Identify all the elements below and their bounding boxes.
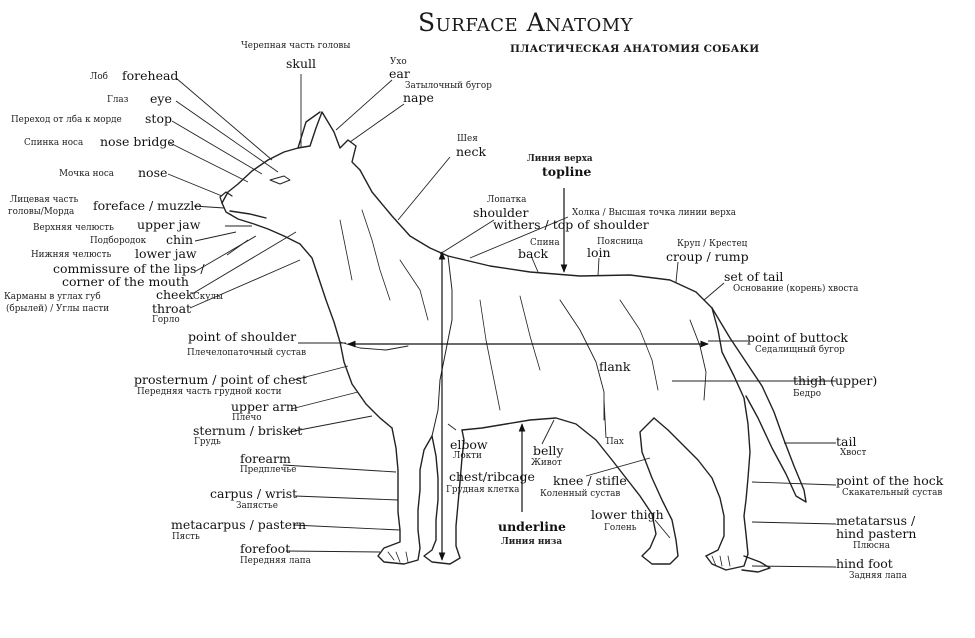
- label-lowerthigh-ru: Голень: [604, 523, 637, 533]
- label-nosebridge-ru: Спинка носа: [24, 138, 84, 148]
- label-belly-ru: Живот: [531, 458, 562, 468]
- label-forearm: forearm: [240, 451, 291, 466]
- label-cheek-ru: Скулы: [193, 292, 223, 302]
- label-ear: ear: [389, 66, 410, 81]
- label-chest-ru: Грудная клетка: [446, 485, 520, 495]
- label-muzzle-ru-1: Лицевая часть: [10, 195, 79, 205]
- label-forefoot: forefoot: [240, 541, 291, 556]
- label-throat: throat: [152, 301, 192, 316]
- label-metatarsus-ru: Плюсна: [853, 541, 890, 551]
- label-forehead-ru: Лоб: [90, 72, 108, 82]
- label-flank-ru: Пах: [606, 437, 624, 447]
- label-nape-ru: Затылочный бугор: [405, 81, 492, 91]
- label-pointofshoulder: point of shoulder: [188, 329, 297, 344]
- label-underline-ru: Линия низа: [501, 537, 563, 547]
- label-loin-ru: Поясница: [597, 237, 644, 247]
- label-upperjaw: upper jaw: [137, 217, 201, 232]
- label-topline: topline: [542, 164, 592, 179]
- label-prosternum-ru: Передняя часть грудной кости: [137, 387, 282, 397]
- label-commissure-1: commissure of the lips /: [53, 261, 205, 276]
- dog-outline: [219, 111, 807, 573]
- label-metatarsus-1: metatarsus /: [836, 513, 916, 528]
- label-pointofbuttock: point of buttock: [747, 330, 848, 345]
- diagram-subtitle: ПЛАСТИЧЕСКАЯ АНАТОМИЯ СОБАКИ: [510, 43, 760, 55]
- label-flank: flank: [599, 359, 631, 374]
- label-croup: croup / rump: [666, 249, 749, 264]
- label-sternum: sternum / brisket: [193, 423, 303, 438]
- label-nose-ru: Мочка носа: [59, 169, 114, 179]
- label-back: back: [518, 246, 549, 261]
- label-upperarm-ru: Плечо: [232, 413, 262, 423]
- label-shoulder: shoulder: [473, 205, 529, 220]
- label-shoulder-ru: Лопатка: [487, 195, 527, 205]
- label-hindfoot-ru: Задняя лапа: [849, 571, 907, 581]
- label-setoftail-ru: Основание (корень) хвоста: [733, 284, 859, 294]
- label-forearm-ru: Предплечье: [240, 465, 297, 475]
- label-upperarm: upper arm: [231, 399, 298, 414]
- label-forefoot-ru: Передняя лапа: [240, 556, 311, 566]
- label-croup-ru: Круп / Крестец: [677, 239, 748, 249]
- label-nose: nose: [138, 165, 168, 180]
- label-carpus: carpus / wrist: [210, 486, 298, 501]
- label-loin: loin: [587, 245, 611, 260]
- label-stop: stop: [145, 111, 172, 126]
- label-throat-ru: Горло: [152, 315, 180, 325]
- label-skull: skull: [286, 56, 317, 71]
- label-hock-ru: Скакательный сустав: [842, 488, 943, 498]
- label-elbow: elbow: [450, 437, 488, 452]
- label-lowerjaw: lower jaw: [135, 246, 197, 261]
- label-tail-ru: Хвост: [840, 448, 867, 458]
- label-back-ru: Спина: [530, 238, 560, 248]
- diagram-title: Surface Anatomy: [418, 8, 634, 37]
- label-upperjaw-ru: Верхняя челюсть: [33, 223, 114, 233]
- label-topline-ru: Линия верха: [527, 154, 593, 164]
- label-neck: neck: [456, 144, 487, 159]
- leader-lines: [167, 74, 837, 568]
- label-withers: withers / top of shoulder: [493, 217, 649, 232]
- label-tail: tail: [836, 434, 857, 449]
- label-pointofbuttock-ru: Седалищный бугор: [755, 345, 845, 355]
- label-metatarsus-2: hind pastern: [836, 526, 917, 541]
- label-ear-ru: Ухо: [390, 57, 407, 67]
- label-hindfoot: hind foot: [836, 556, 893, 571]
- label-commissure-2: corner of the mouth: [62, 274, 189, 289]
- label-forehead: forehead: [122, 68, 179, 83]
- label-belly: belly: [533, 443, 564, 458]
- label-muzzle-ru-2: головы/Морда: [8, 207, 75, 217]
- label-lips-ru-2: (брылей) / Углы пасти: [6, 304, 110, 314]
- label-thigh: thigh (upper): [793, 373, 878, 388]
- label-pointofshoulder-ru: Плечелопаточный сустав: [187, 348, 307, 358]
- label-underline: underline: [498, 519, 566, 534]
- label-lips-ru-1: Карманы в углах губ: [4, 292, 101, 302]
- label-stifle: knee / stifle: [553, 473, 627, 488]
- label-withers-ru: Холка / Высшая точка линии верха: [572, 208, 736, 218]
- label-eye: eye: [150, 91, 172, 106]
- label-lowerjaw-ru: Нижняя челюсть: [31, 250, 112, 260]
- label-metacarpus: metacarpus / pastern: [171, 517, 307, 532]
- label-metacarpus-ru: Пясть: [172, 532, 200, 542]
- label-neck-ru: Шея: [457, 134, 478, 144]
- label-chin-ru: Подбородок: [90, 236, 147, 246]
- label-cheek: cheek: [156, 287, 194, 302]
- label-prosternum: prosternum / point of chest: [134, 372, 308, 387]
- label-stifle-ru: Коленный сустав: [540, 489, 621, 499]
- label-chin: chin: [166, 232, 194, 247]
- label-lowerthigh: lower thigh: [591, 507, 664, 522]
- label-eye-ru: Глаз: [107, 95, 129, 105]
- label-setoftail: set of tail: [724, 269, 784, 284]
- label-hock: point of the hock: [836, 473, 944, 488]
- label-nape: nape: [403, 90, 434, 105]
- label-thigh-ru: Бедро: [793, 389, 822, 399]
- measure-arrows: [347, 188, 709, 561]
- label-elbow-ru: Локти: [453, 451, 482, 461]
- label-skull-ru: Черепная часть головы: [241, 41, 351, 51]
- label-muzzle: foreface / muzzle: [93, 198, 202, 213]
- label-stop-ru: Переход от лба к морде: [11, 115, 122, 125]
- label-sternum-ru: Грудь: [194, 437, 221, 447]
- label-carpus-ru: Запястье: [236, 501, 278, 511]
- label-chest: chest/ribcage: [449, 469, 535, 484]
- label-nosebridge: nose bridge: [100, 134, 175, 149]
